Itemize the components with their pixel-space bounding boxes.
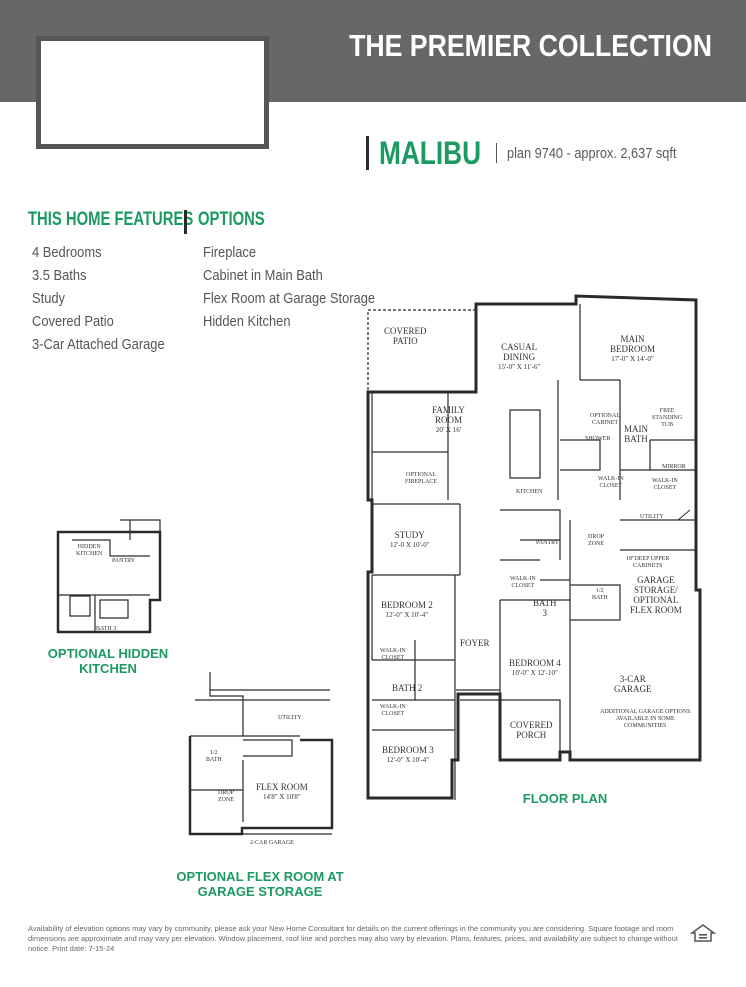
- model-name: MALIBU: [379, 134, 482, 171]
- label-hk-pantry: PANTRY: [112, 558, 136, 564]
- model-separator: [495, 143, 497, 163]
- room-utility: UTILITY: [640, 514, 664, 520]
- option-item: Fireplace: [203, 244, 257, 261]
- feature-item: 4 Bedrooms: [32, 244, 102, 261]
- features-heading: THIS HOME FEATURES: [28, 209, 194, 230]
- label-hk-bath-3: BATH 3: [96, 626, 117, 632]
- equal-housing-opportunity-icon: [690, 924, 716, 942]
- label-flex-2-car-garage: 2-CAR GARAGE: [250, 840, 294, 846]
- features-list: 4 Bedrooms 3.5 Baths Study Covered Patio…: [32, 241, 186, 356]
- options-heading: OPTIONS: [198, 209, 265, 230]
- label-flex-utility: UTILITY: [278, 715, 302, 721]
- caption-floor-plan: FLOOR PLAN: [522, 791, 608, 806]
- option-item: Cabinet in Main Bath: [203, 267, 323, 284]
- feature-item: 3-Car Attached Garage: [32, 336, 165, 353]
- feature-item: 3.5 Baths: [32, 267, 87, 284]
- room-bedroom-4: BEDROOM 410'-0" x 12'-10": [509, 658, 561, 677]
- option-item: Hidden Kitchen: [203, 313, 291, 330]
- heading-divider: [184, 210, 187, 234]
- option-item: Flex Room at Garage Storage: [203, 290, 376, 307]
- feature-item: Study: [32, 290, 65, 307]
- feature-item: Covered Patio: [32, 313, 114, 330]
- label-mirror: MIRROR: [662, 464, 686, 470]
- model-heading: MALIBU plan 9740 - approx. 2,637 sqft: [366, 133, 706, 173]
- disclaimer-text: Availability of elevation options may va…: [28, 924, 678, 953]
- collection-title: THE PREMIER COLLECTION: [349, 28, 712, 63]
- room-bath-2: BATH 2: [392, 683, 423, 693]
- room-kitchen: KITCHEN: [516, 489, 543, 495]
- room-foyer: FOYER: [460, 638, 490, 648]
- builder-logo-placeholder: [36, 36, 269, 149]
- room-bedroom-3: BEDROOM 312'-0" x 10'-4": [382, 745, 434, 764]
- room-pantry: PANTRY: [536, 540, 560, 546]
- model-divider: [366, 136, 370, 170]
- plan-info: plan 9740 - approx. 2,637 sqft: [506, 144, 677, 162]
- room-bedroom-2: BEDROOM 212'-0" x 10'-4": [381, 600, 433, 619]
- options-list: Fireplace Cabinet in Main Bath Flex Room…: [203, 241, 403, 333]
- label-shower: SHOWER: [585, 436, 611, 442]
